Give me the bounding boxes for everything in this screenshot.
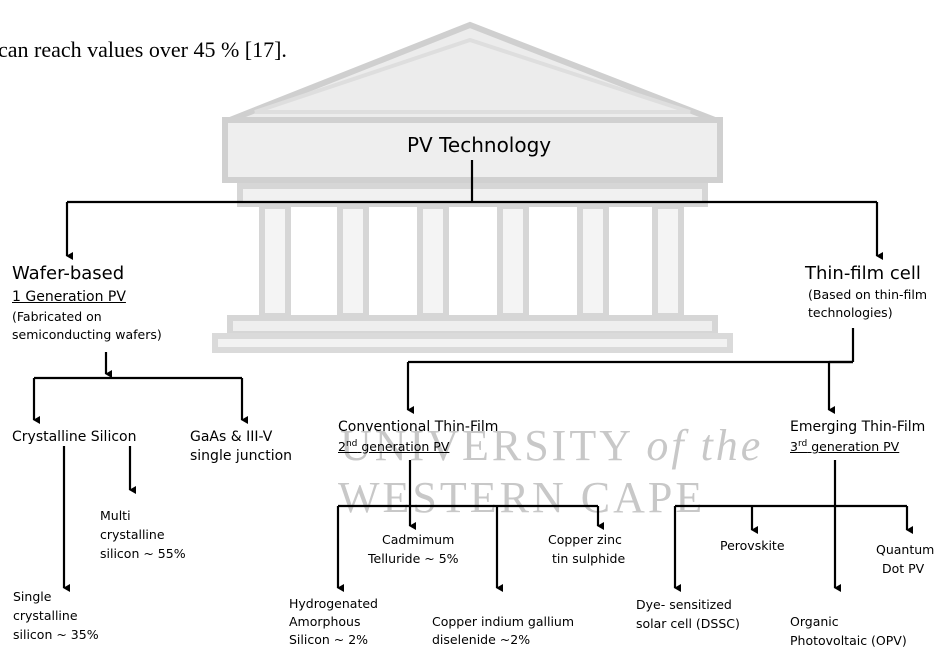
wafer-title: Wafer-based	[12, 263, 125, 284]
single-line3: silicon ~ 35%	[13, 627, 99, 642]
emerging-generation: 3rd generation PV	[790, 439, 900, 455]
multi-line2: crystalline	[100, 527, 165, 542]
czts-line1: Copper zinc	[548, 532, 622, 547]
hydro-line3: Silicon ~ 2%	[289, 632, 369, 647]
opv-line1: Organic	[790, 614, 839, 629]
top-text: can reach values over 45 % [17].	[0, 37, 287, 62]
qd-line2: Dot PV	[882, 561, 925, 576]
emerging-title: Emerging Thin-Film	[790, 419, 926, 435]
perovskite-node: Perovskite	[720, 538, 785, 553]
conventional-generation: 2nd generation PV	[338, 439, 450, 455]
czts-line2: tin sulphide	[552, 551, 626, 566]
thin-title: Thin-film cell	[805, 263, 921, 284]
wafer-desc-line1: (Fabricated on	[12, 309, 102, 324]
gaas-line2: single junction	[190, 448, 293, 464]
wafer-desc-line2: semiconducting wafers)	[12, 327, 162, 342]
conventional-title: Conventional Thin-Film	[338, 419, 499, 435]
multi-line1: Multi	[100, 508, 131, 523]
cigs-line2: diselenide ~2%	[432, 632, 531, 647]
watermark-line2: WESTERN CAPE	[338, 473, 706, 522]
cdte-line1: Cadmimum	[382, 532, 455, 547]
gaas-line1: GaAs & III-V	[190, 429, 273, 445]
root-node: PV Technology	[407, 133, 552, 157]
hydro-line1: Hydrogenated	[289, 596, 378, 611]
qd-line1: Quantum	[876, 542, 935, 557]
wafer-generation: 1 Generation PV	[12, 289, 126, 305]
opv-line2: Photovoltaic (OPV)	[790, 633, 907, 648]
hydro-line2: Amorphous	[289, 614, 361, 629]
dssc-line1: Dye- sensitized	[636, 597, 732, 612]
thin-desc-line1: (Based on thin-film	[808, 287, 928, 302]
crystalline-silicon-node: Crystalline Silicon	[12, 429, 137, 445]
single-line2: crystalline	[13, 608, 78, 623]
multi-line3: silicon ~ 55%	[100, 546, 186, 561]
cdte-line2: Telluride ~ 5%	[368, 551, 459, 566]
cigs-line1: Copper indium gallium	[432, 614, 575, 629]
single-line1: Single	[13, 589, 52, 604]
thin-desc-line2: technologies)	[808, 305, 893, 320]
dssc-line2: solar cell (DSSC)	[636, 616, 740, 631]
watermark-line1: UNIVERSITY of the	[340, 421, 764, 470]
